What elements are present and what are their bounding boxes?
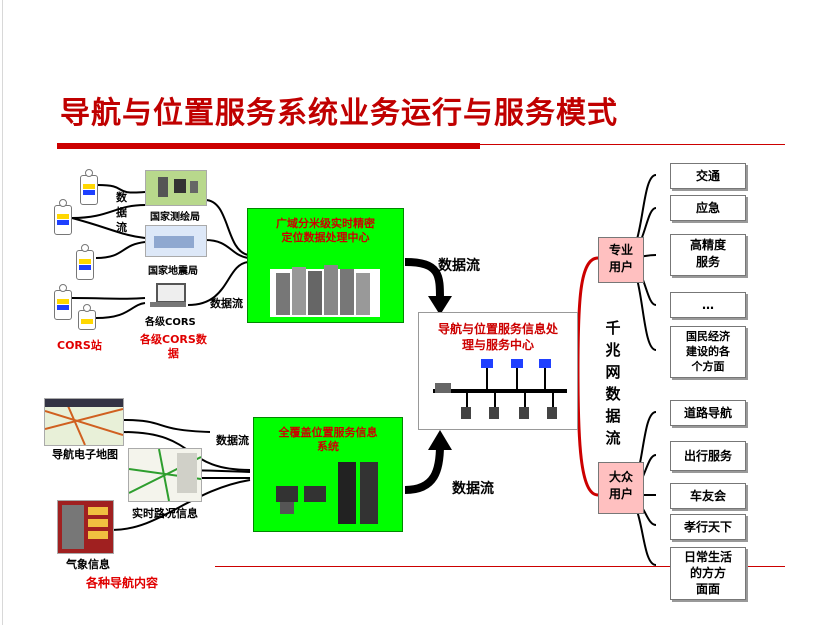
item-line: 应急 <box>695 201 720 215</box>
item-line: 建设的各 <box>686 345 730 358</box>
item-line: 出行服务 <box>683 449 732 463</box>
data-flow-char: 流 <box>116 221 127 234</box>
item-line: 车友会 <box>689 489 726 503</box>
workstation-image <box>276 462 378 524</box>
flow-char: 兆 <box>605 341 621 359</box>
precise-positioning-center-box: 广域分米级实时精密 定位数据处理中心 <box>247 208 404 323</box>
item-line: 个方面 <box>691 360 725 373</box>
cors-data-line: 据 <box>167 347 179 360</box>
item-line: 道路导航 <box>683 406 732 420</box>
title-underline-line <box>480 144 785 145</box>
cors-station-icon <box>78 304 96 330</box>
gigabit-network-flow-label: 千 兆 网 数 据 流 <box>603 317 623 449</box>
nav-map-image <box>44 398 124 446</box>
title-line: 导航与位置服务信息处 <box>437 322 558 336</box>
pro-item-box: 国民经济建设的各个方面 <box>670 326 746 378</box>
public-users-line: 用户 <box>608 487 633 501</box>
slide-left-border <box>2 0 3 625</box>
data-flow-char: 据 <box>116 206 127 219</box>
org-seismology-label: 国家地震局 <box>148 266 198 277</box>
org-surveying-label: 国家测绘局 <box>150 212 200 223</box>
flow-char: 流 <box>605 429 621 447</box>
pro-item-box: 应急 <box>670 195 746 221</box>
public-users-line: 大众 <box>608 470 633 484</box>
weather-info-image <box>57 500 114 554</box>
computer-icon <box>148 283 188 309</box>
traffic-map-image <box>128 448 202 502</box>
flow-char: 网 <box>605 363 621 381</box>
item-line: 面面 <box>695 582 720 596</box>
item-line: 日常生活 <box>683 550 732 564</box>
title-line: 定位数据处理中心 <box>281 231 370 244</box>
public-item-box: 出行服务 <box>670 441 746 471</box>
item-line: 的方方 <box>689 566 726 580</box>
precise-positioning-center-title: 广域分米级实时精密 定位数据处理中心 <box>248 217 403 245</box>
flow-char: 据 <box>605 407 621 425</box>
public-item-box: 孝行天下 <box>670 514 746 540</box>
title-line: 广域分米级实时精密 <box>276 217 375 230</box>
cors-station-icon <box>54 199 72 235</box>
item-line: 国民经济 <box>686 330 730 343</box>
service-center-title: 导航与位置服务信息处 理与服务中心 <box>419 321 577 353</box>
bottom-divider <box>215 566 785 567</box>
data-flow-top-label: 数据流 <box>438 258 480 274</box>
title-line: 理与服务中心 <box>461 338 534 352</box>
cors-station-icon <box>54 284 72 320</box>
slide-title: 导航与位置服务系统业务运行与服务模式 <box>60 96 618 131</box>
traffic-info-label: 实时路况信息 <box>132 507 198 520</box>
public-users-box: 大众 用户 <box>598 462 644 514</box>
flow-char: 千 <box>605 319 621 337</box>
title-underline-bar <box>57 143 480 149</box>
nav-map-label: 导航电子地图 <box>52 448 118 461</box>
item-line: 孝行天下 <box>683 520 732 534</box>
seismology-bureau-image <box>145 225 207 257</box>
surveying-bureau-image <box>145 170 207 206</box>
public-item-box: 车友会 <box>670 483 746 509</box>
data-flow-char: 数 <box>116 191 127 204</box>
data-flow-label-2: 数据流 <box>216 434 249 447</box>
network-diagram-icon <box>433 359 567 419</box>
server-rack-image <box>270 265 380 317</box>
cors-station-icon <box>76 244 94 280</box>
title-line: 全覆盖位置服务信息 <box>278 426 378 439</box>
cors-data-line: 各级CORS数 <box>140 333 207 346</box>
data-flow-label: 数据流 <box>210 297 243 310</box>
cors-data-label: 各级CORS数 据 <box>140 333 207 361</box>
data-flow-bottom-label: 数据流 <box>452 481 494 497</box>
public-item-box: 日常生活的方方面面 <box>670 547 746 600</box>
cors-station-icon <box>80 169 98 205</box>
pro-item-box: … <box>670 292 746 318</box>
nav-content-label: 各种导航内容 <box>86 576 159 590</box>
pro-item-box: 交通 <box>670 163 746 189</box>
item-line: 服务 <box>695 255 720 269</box>
item-line: 高精度 <box>689 238 726 252</box>
item-line: … <box>702 298 714 312</box>
title-line: 系统 <box>317 440 339 453</box>
pro-users-line: 用户 <box>608 260 633 274</box>
professional-users-box: 专业 用户 <box>598 237 644 283</box>
data-flow-vertical-label: 数 据 流 <box>116 190 127 235</box>
location-service-system-box: 全覆盖位置服务信息 系统 <box>253 417 403 532</box>
org-cors-label: 各级CORS <box>145 317 196 328</box>
public-item-box: 道路导航 <box>670 400 746 426</box>
flow-char: 数 <box>605 385 621 403</box>
service-center-box: 导航与位置服务信息处 理与服务中心 <box>418 312 578 430</box>
pro-users-line: 专业 <box>608 243 633 257</box>
cors-station-label: CORS站 <box>57 339 102 352</box>
item-line: 交通 <box>695 169 720 183</box>
weather-info-label: 气象信息 <box>66 558 110 571</box>
pro-item-box: 高精度服务 <box>670 234 746 276</box>
location-service-system-title: 全覆盖位置服务信息 系统 <box>254 426 402 454</box>
